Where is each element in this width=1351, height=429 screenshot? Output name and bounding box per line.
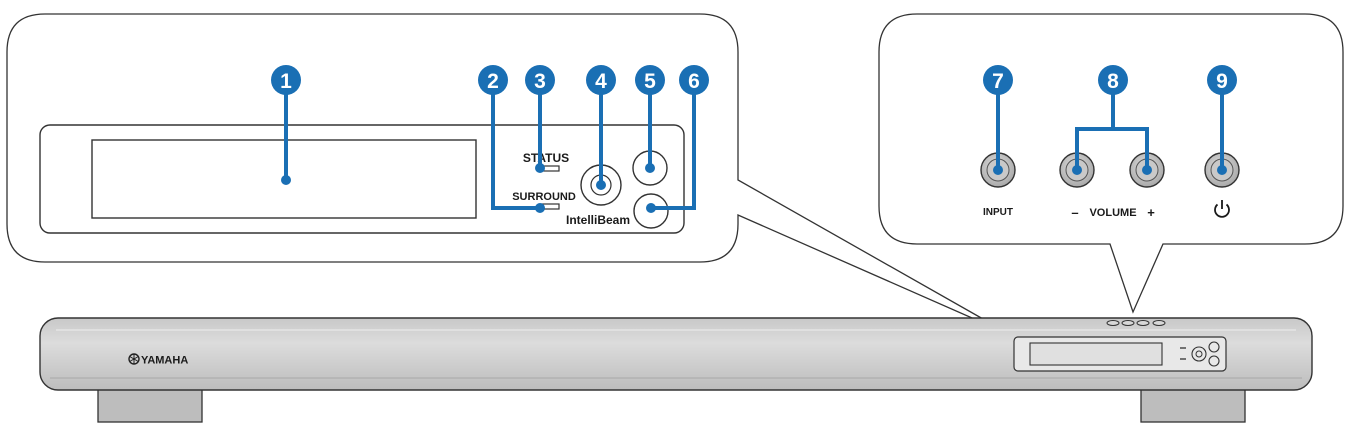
svg-text:8: 8 xyxy=(1107,70,1119,93)
front-panel-frame xyxy=(39,124,685,234)
left-foot xyxy=(97,387,203,423)
volume-label: VOLUME xyxy=(1089,207,1136,219)
callout-6: 6 xyxy=(679,65,709,95)
intellibeam-indicator xyxy=(633,193,669,229)
input-label: INPUT xyxy=(983,207,1013,218)
bar-top-buttons xyxy=(1106,320,1166,326)
callout-4: 4 xyxy=(586,65,616,95)
svg-text:3: 3 xyxy=(534,70,546,93)
svg-text:1: 1 xyxy=(280,70,292,93)
power-icon xyxy=(1214,200,1230,218)
svg-text:6: 6 xyxy=(688,70,700,93)
callout-2: 2 xyxy=(478,65,508,95)
soundbar-body xyxy=(39,317,1313,391)
svg-text:4: 4 xyxy=(595,70,607,93)
top-panel-zoom-bubble xyxy=(878,13,1344,314)
front-panel-zoom-bubble xyxy=(6,13,1014,337)
status-label: STATUS xyxy=(523,151,569,165)
svg-text:2: 2 xyxy=(487,70,499,93)
callout-8: 8 xyxy=(1098,65,1128,95)
callout-9: 9 xyxy=(1207,65,1237,95)
intellibeam-label: IntelliBeam xyxy=(566,213,630,227)
right-foot xyxy=(1140,387,1246,423)
svg-text:5: 5 xyxy=(644,70,656,93)
volume-plus-sign: + xyxy=(1147,205,1155,220)
svg-text:7: 7 xyxy=(992,70,1004,93)
yamaha-tuning-fork-icon xyxy=(128,353,140,365)
surround-label: SURROUND xyxy=(512,191,576,203)
callout-3: 3 xyxy=(525,65,555,95)
callout-1: 1 xyxy=(271,65,301,95)
callout-5: 5 xyxy=(635,65,665,95)
callout-lines xyxy=(284,82,1224,210)
brand-logo: YAMAHA xyxy=(141,355,188,367)
volume-minus-sign: – xyxy=(1071,205,1078,220)
bar-display xyxy=(1029,342,1163,366)
svg-text:9: 9 xyxy=(1216,70,1228,93)
callout-dots xyxy=(281,163,1227,213)
callout-7: 7 xyxy=(983,65,1013,95)
